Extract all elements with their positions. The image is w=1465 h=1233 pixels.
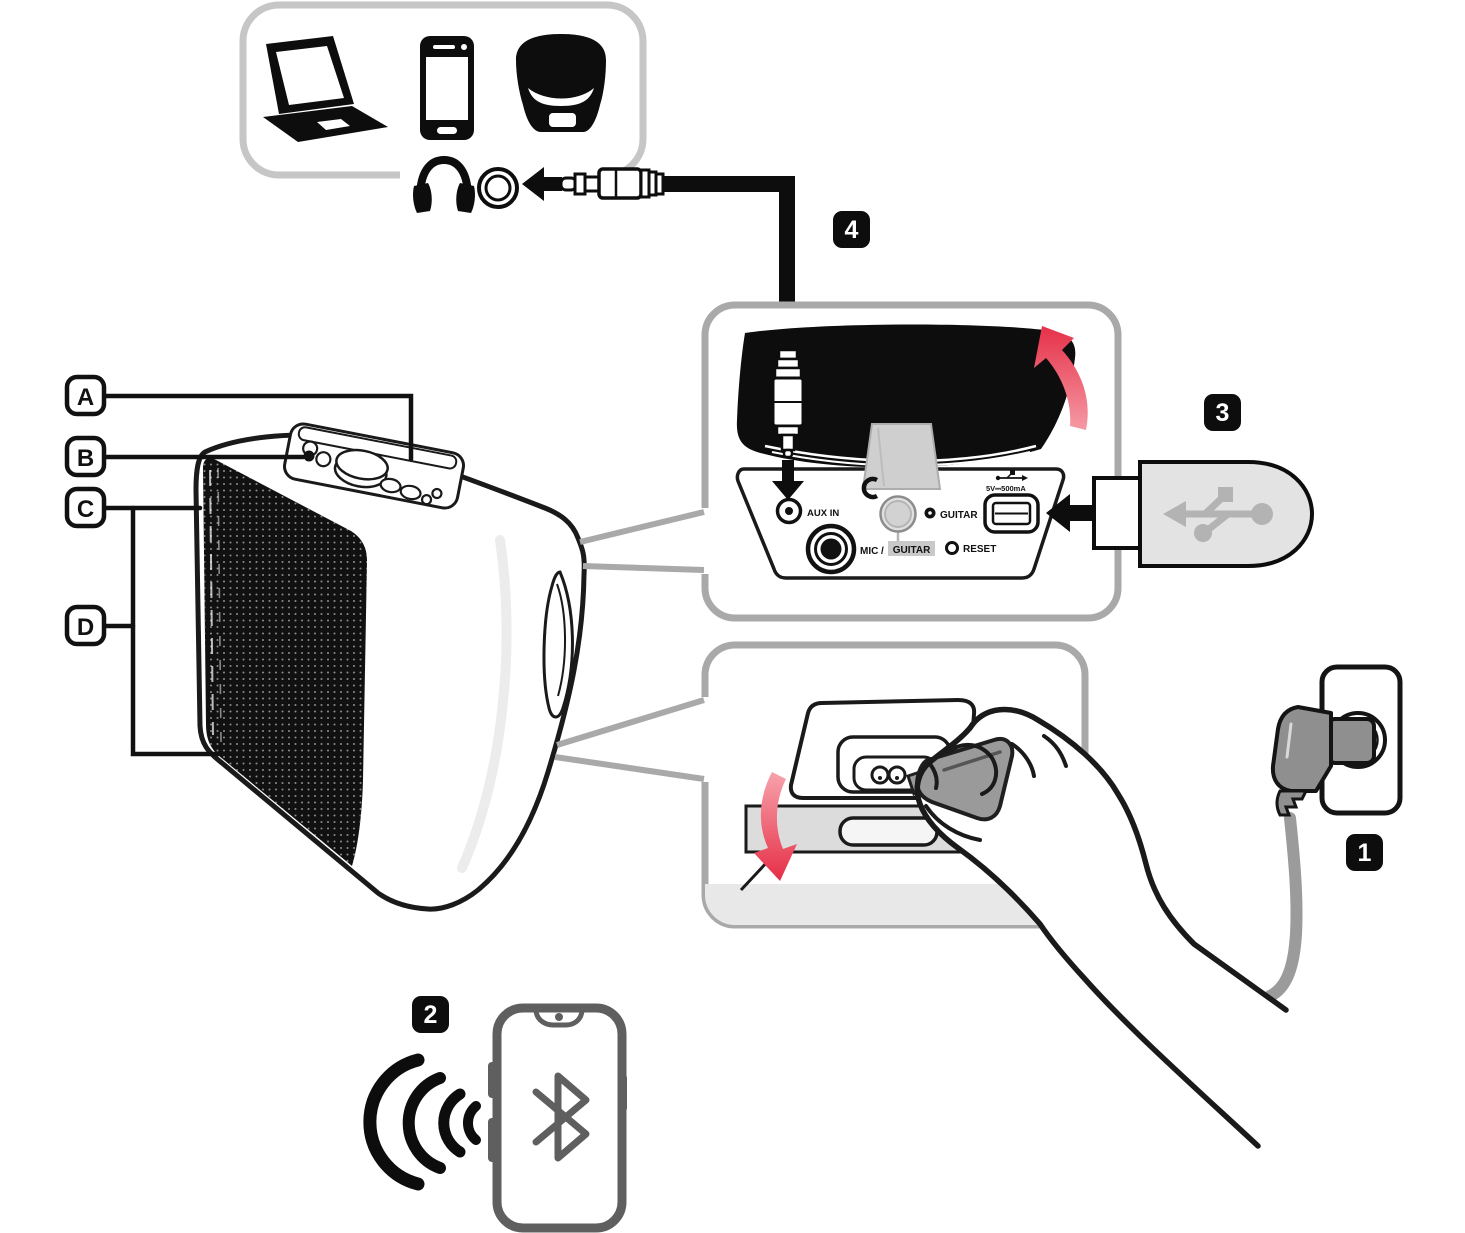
svg-text:A: A	[77, 384, 94, 411]
phone-notch	[533, 1010, 585, 1028]
usb-trident-icon-small	[995, 470, 1028, 481]
step-badge-3: 3	[1204, 394, 1241, 431]
aux-jack-vertical	[771, 348, 805, 459]
part-label-d: D	[64, 604, 107, 647]
phone-side-button	[488, 1062, 496, 1098]
bluetooth-pairing-group	[363, 1003, 627, 1233]
body-highlight	[457, 535, 512, 873]
step-badge-2: 2	[412, 996, 449, 1033]
aux-in-label: AUX IN	[807, 508, 839, 519]
red-arrow-up	[1034, 326, 1088, 430]
strap-shading	[877, 427, 885, 487]
phone-side-button	[488, 1118, 496, 1162]
svg-text:C: C	[77, 496, 94, 523]
usb-trident-icon	[1163, 487, 1273, 542]
funnel-line	[579, 509, 705, 545]
aux-cable	[664, 176, 795, 356]
guitar-input: GUITAR	[924, 507, 978, 521]
callout-line-a	[101, 393, 414, 462]
headphones-icon	[413, 155, 475, 213]
rear-panel-callout: AUX IN MIC / GUITAR GUITAR RESET	[579, 301, 1315, 622]
audio-sources-box	[239, 1, 647, 213]
red-arrow-down	[754, 772, 797, 881]
3.5mm-jack-icon	[559, 167, 665, 200]
bluetooth-icon	[532, 1072, 590, 1162]
aux-in-port: AUX IN	[775, 497, 839, 525]
guitar-shared-label: GUITAR	[893, 545, 931, 556]
usb-port: 5V⎓500mA	[983, 470, 1040, 534]
wireless-waves-icon	[363, 1053, 481, 1191]
laptop-icon	[263, 36, 388, 142]
music-player-icon	[516, 34, 606, 132]
step-4-number: 4	[845, 216, 859, 244]
smartphone-bluetooth	[488, 1003, 627, 1233]
reset-label: RESET	[963, 544, 996, 555]
inlet-socket-hole	[870, 765, 890, 785]
guitar-level-knob	[879, 495, 917, 541]
top-button	[431, 487, 443, 500]
strain-relief	[1275, 789, 1309, 817]
part-label-b: B	[64, 435, 107, 478]
insert-arrow-left-icon	[522, 167, 562, 201]
power-cable	[1264, 812, 1303, 1002]
part-callouts: A B C D	[64, 374, 414, 757]
mic-guitar-port: MIC / GUITAR	[805, 523, 935, 575]
phone-side-button	[619, 1074, 627, 1112]
top-button	[399, 484, 422, 501]
speaker-illustration	[193, 422, 587, 912]
svg-text:B: B	[77, 445, 94, 472]
mic-label: MIC	[860, 546, 878, 557]
hand-details	[924, 734, 1068, 842]
power-plug-icon	[1264, 705, 1376, 1002]
phone-camera	[555, 1013, 563, 1021]
step-2-number: 2	[424, 1001, 438, 1029]
callout-dot-b	[303, 450, 315, 462]
speaker-grille	[203, 458, 367, 866]
hand-illustration	[906, 706, 1289, 1149]
aux-port-ring-icon	[477, 167, 519, 209]
step-3-number: 3	[1216, 399, 1230, 427]
usb-flash-drive-icon	[1092, 460, 1315, 568]
side-radiator-edge	[542, 570, 574, 719]
funnel-line	[554, 754, 705, 782]
funnel-line	[582, 563, 705, 573]
volume-knob	[335, 448, 389, 481]
step-badge-1: 1	[1346, 834, 1383, 871]
top-control-panel	[283, 422, 465, 510]
base-recess	[838, 816, 939, 847]
reset-button: RESET	[945, 541, 996, 555]
step-1-number: 1	[1358, 839, 1372, 867]
smartphone-icon	[420, 36, 474, 140]
guitar-input-label: GUITAR	[940, 510, 978, 521]
callout-bracket-cd	[130, 505, 221, 757]
strap-hook	[861, 476, 879, 500]
part-label-c: C	[64, 486, 107, 529]
funnel-line	[556, 697, 705, 748]
svg-text:D: D	[77, 614, 94, 641]
top-button	[379, 477, 402, 494]
inlet-socket-hole	[887, 765, 907, 785]
top-button	[420, 494, 433, 506]
separator: /	[881, 546, 884, 557]
step-badge-4: 4	[833, 211, 870, 248]
insert-arrow-usb	[1046, 494, 1092, 532]
insert-arrow-down	[772, 460, 804, 500]
usb-rating-label: 5V⎓500mA	[986, 484, 1026, 493]
top-button	[315, 451, 332, 468]
part-label-a: A	[64, 374, 107, 417]
